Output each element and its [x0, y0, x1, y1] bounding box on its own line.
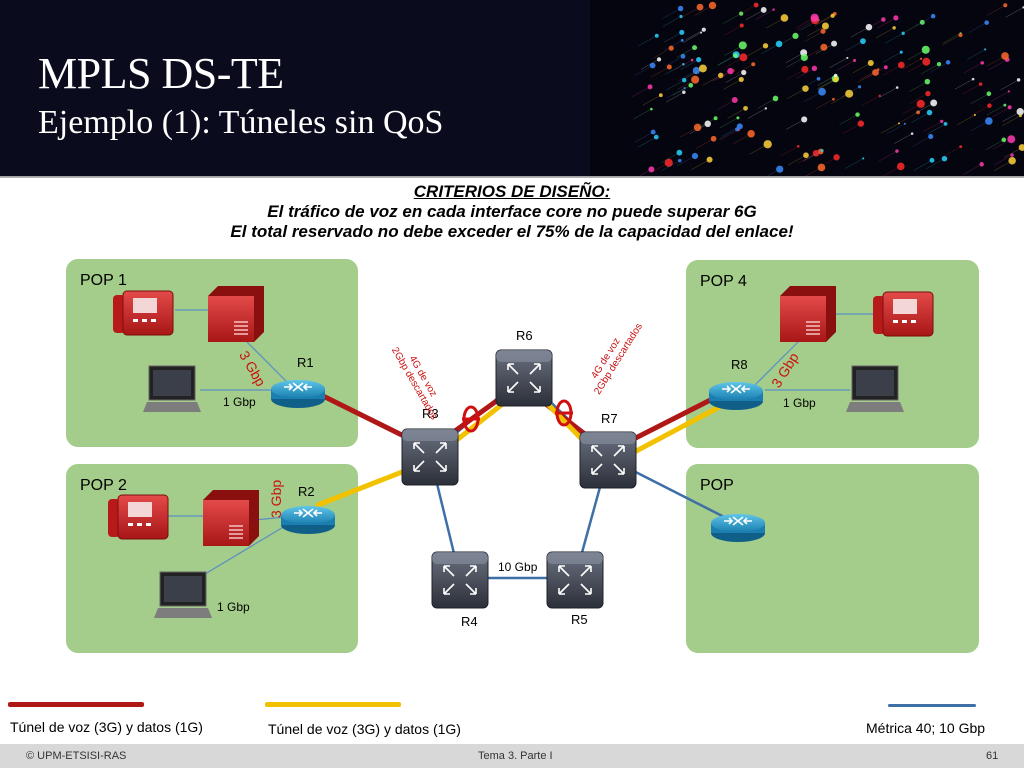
pop1-label: POP 1 — [80, 272, 127, 289]
slide-subtitle: Ejemplo (1): Túneles sin QoS — [38, 104, 444, 141]
header-shadow — [0, 176, 1024, 178]
laptop-icon-pop1 — [143, 365, 201, 412]
link-label-r4-r5: 10 Gbp — [498, 560, 538, 574]
router-label-r6: R6 — [516, 328, 533, 343]
link-label-pop2-lan: 1 Gbp — [217, 600, 250, 614]
switch-router-icon-r7 — [579, 431, 637, 489]
legend-yellow-line — [265, 702, 401, 707]
router-label-r5: R5 — [571, 612, 588, 627]
discard-circle-icon — [462, 399, 573, 433]
router-label-r1: R1 — [297, 355, 314, 370]
pop2-label: POP 2 — [80, 477, 127, 494]
slide-footer: © UPM-ETSISI-RAS Tema 3. Parte I 61 — [0, 744, 1024, 768]
pop1-box — [66, 259, 358, 447]
ip-phone-icon-pop4 — [873, 291, 934, 337]
laptop-icon-pop2 — [154, 571, 212, 618]
router-icon-r2 — [281, 506, 335, 534]
router-label-r3: R3 — [422, 406, 439, 421]
ip-phone-icon-pop2 — [108, 494, 169, 540]
lan-links — [165, 309, 875, 581]
router-icon-pop5 — [711, 514, 765, 542]
fiber-optic-image — [590, 0, 1024, 178]
router-icon-r8 — [709, 382, 763, 410]
slide-header: MPLS DS-TE Ejemplo (1): Túneles sin QoS — [0, 0, 1024, 178]
slide-title: MPLS DS-TE — [38, 49, 284, 98]
laptop-icon-pop4 — [846, 365, 904, 412]
switch-router-icon-r5 — [546, 551, 604, 609]
switch-router-icon-r3 — [401, 428, 459, 486]
firewall-server-icon-pop2 — [203, 490, 259, 546]
criteria-heading: CRITERIOS DE DISEÑO: — [413, 182, 611, 201]
legend-red-line — [8, 702, 144, 707]
switch-router-icon-r6 — [495, 349, 553, 407]
legend-blue-label: Métrica 40; 10 Gbp — [866, 720, 986, 736]
pop5-label: POP — [700, 477, 734, 494]
pop5-box — [686, 464, 979, 653]
router-label-r4: R4 — [461, 614, 478, 629]
legend-yellow-label: Túnel de voz (3G) y datos (1G) — [268, 721, 461, 737]
firewall-server-icon-pop1 — [208, 286, 264, 342]
link-label-r2-access: 3 Gbp — [268, 479, 284, 518]
router-label-r2: R2 — [298, 484, 315, 499]
link-label-pop1-lan: 1 Gbp — [223, 395, 256, 409]
legend-red-label: Túnel de voz (3G) y datos (1G) — [10, 719, 203, 735]
footer-copyright: © UPM-ETSISI-RAS — [26, 750, 127, 762]
pop4-label: POP 4 — [700, 273, 747, 290]
router-label-r7: R7 — [601, 411, 618, 426]
router-icon-r1 — [271, 380, 325, 408]
legend-blue-line — [888, 704, 976, 707]
link-label-pop4-lan: 1 Gbp — [783, 396, 816, 410]
criteria-line-1: El tráfico de voz en cada interface core… — [267, 202, 757, 221]
footer-topic: Tema 3. Parte I — [478, 750, 553, 762]
ip-phone-icon-pop1 — [113, 290, 174, 336]
switch-router-icon-r4 — [431, 551, 489, 609]
router-label-r8: R8 — [731, 357, 748, 372]
firewall-server-icon-pop4 — [780, 286, 836, 342]
footer-page-number: 61 — [986, 750, 999, 762]
criteria-line-2: El total reservado no debe exceder el 75… — [230, 222, 794, 241]
